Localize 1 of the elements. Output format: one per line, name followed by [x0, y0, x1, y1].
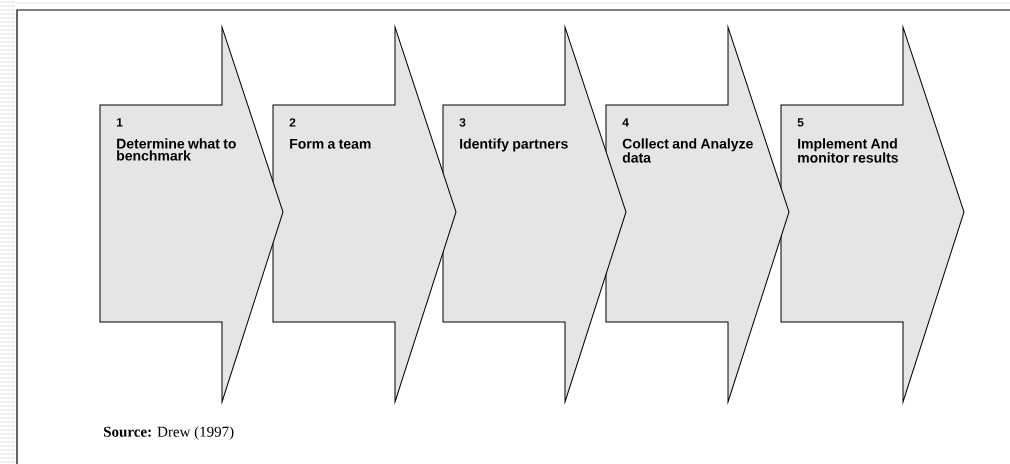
caption: Source: Drew (1997) [104, 426, 234, 440]
